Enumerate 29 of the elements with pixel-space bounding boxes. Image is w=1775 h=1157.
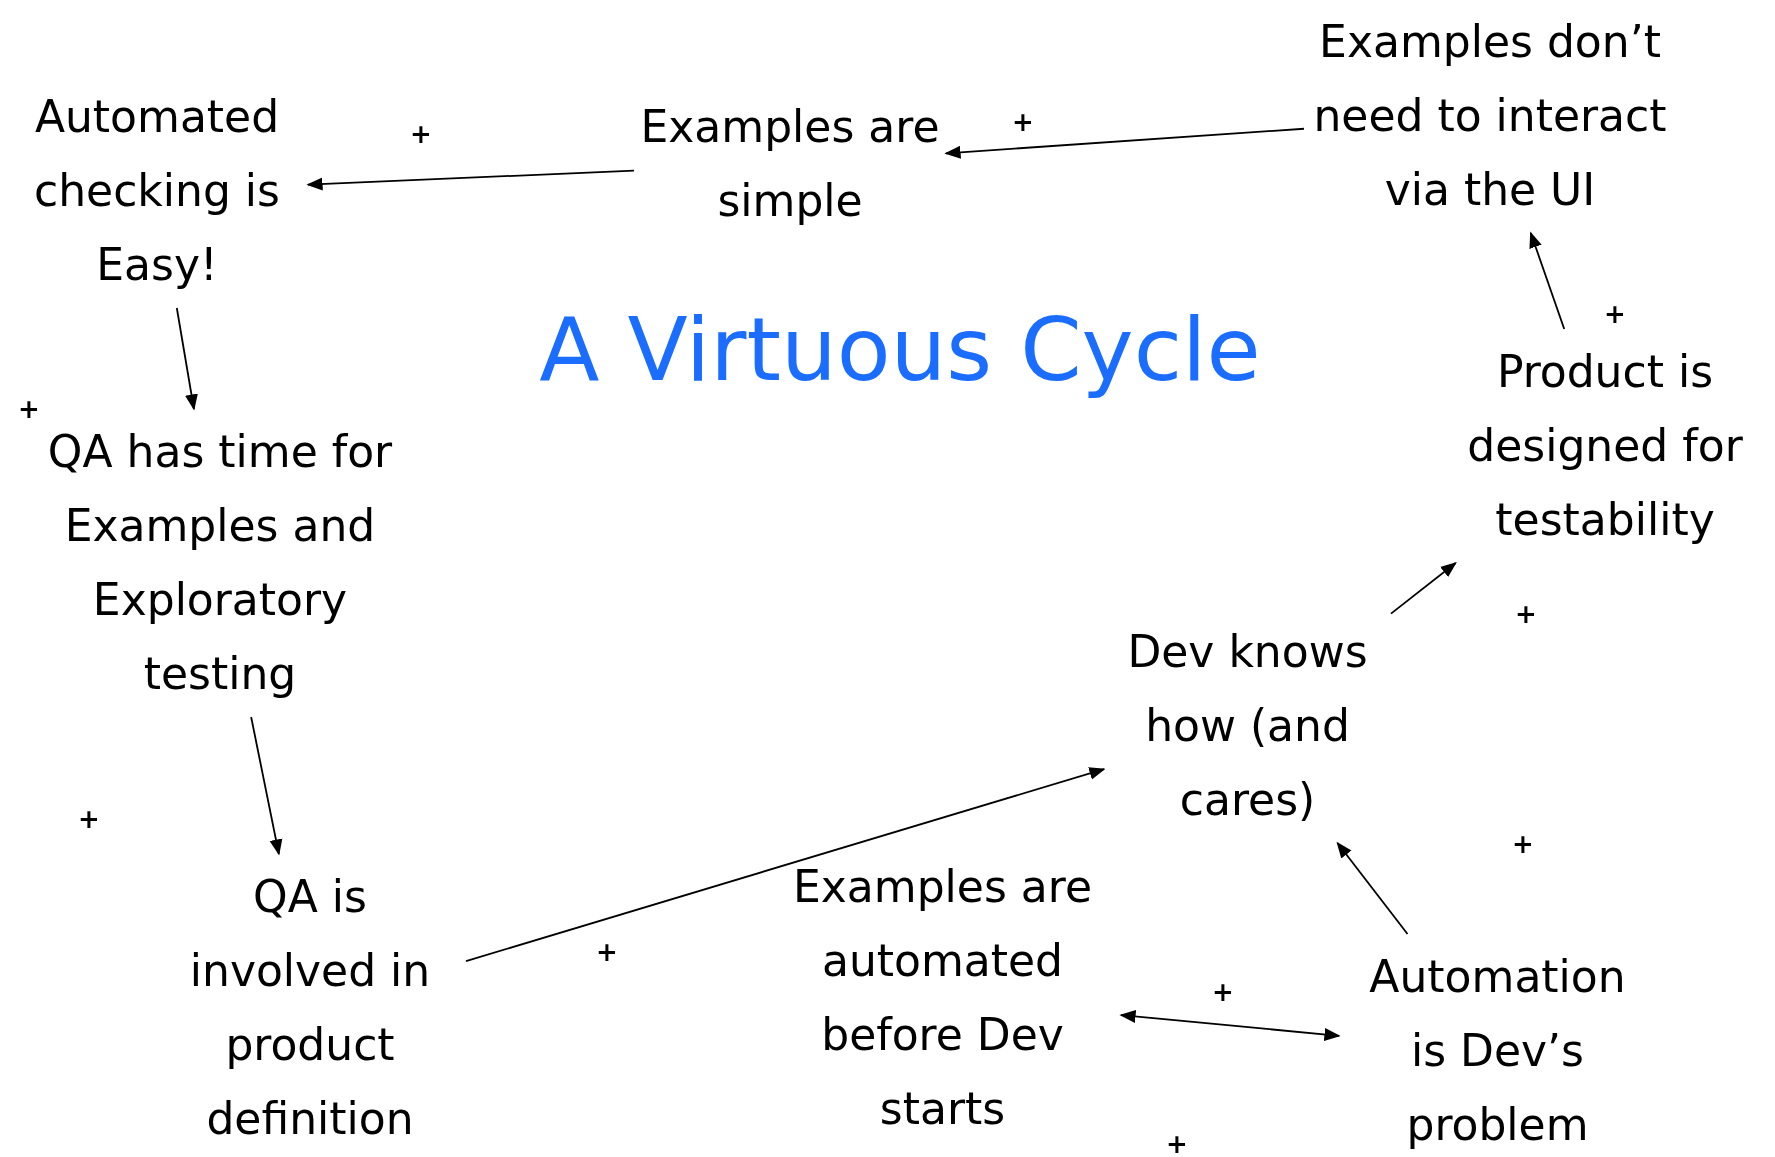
- plus-sign: +: [410, 120, 432, 148]
- node-text: Examples are automated before Dev starts: [792, 860, 1093, 1136]
- title: A Virtuous Cycle: [538, 297, 1262, 403]
- arrow: [175, 307, 198, 411]
- plus-sign: +: [1515, 600, 1537, 628]
- plus-sign: +: [1012, 108, 1034, 136]
- plus-sign: +: [1166, 1130, 1188, 1157]
- arrow: [465, 767, 1106, 962]
- plus-sign: +: [78, 805, 100, 833]
- plus-sign: +: [18, 395, 40, 423]
- node-text: Examples don’t need to interact via the UI: [1312, 15, 1668, 217]
- arrow: [1119, 1010, 1341, 1041]
- plus-sign: +: [1512, 830, 1534, 858]
- node-text: QA is involved in product definition: [188, 870, 432, 1146]
- node-text: Dev knows how (and cares): [1126, 625, 1369, 827]
- node-text: Examples are simple: [640, 100, 940, 228]
- plus-sign: +: [596, 938, 618, 966]
- arrow: [1336, 841, 1409, 935]
- arrow: [1529, 231, 1566, 330]
- arrow: [306, 169, 635, 191]
- plus-sign: +: [1604, 300, 1626, 328]
- node-text: Product is designed for testability: [1466, 345, 1744, 547]
- arrow: [944, 127, 1305, 159]
- node-text: QA has time for Examples and Exploratory testing: [46, 425, 394, 701]
- arrow: [250, 716, 283, 856]
- node-text: Automated checking is Easy!: [33, 90, 281, 292]
- plus-sign: +: [1212, 978, 1234, 1006]
- node-text: Automation is Dev’s problem: [1368, 950, 1627, 1152]
- arrow: [1390, 562, 1457, 615]
